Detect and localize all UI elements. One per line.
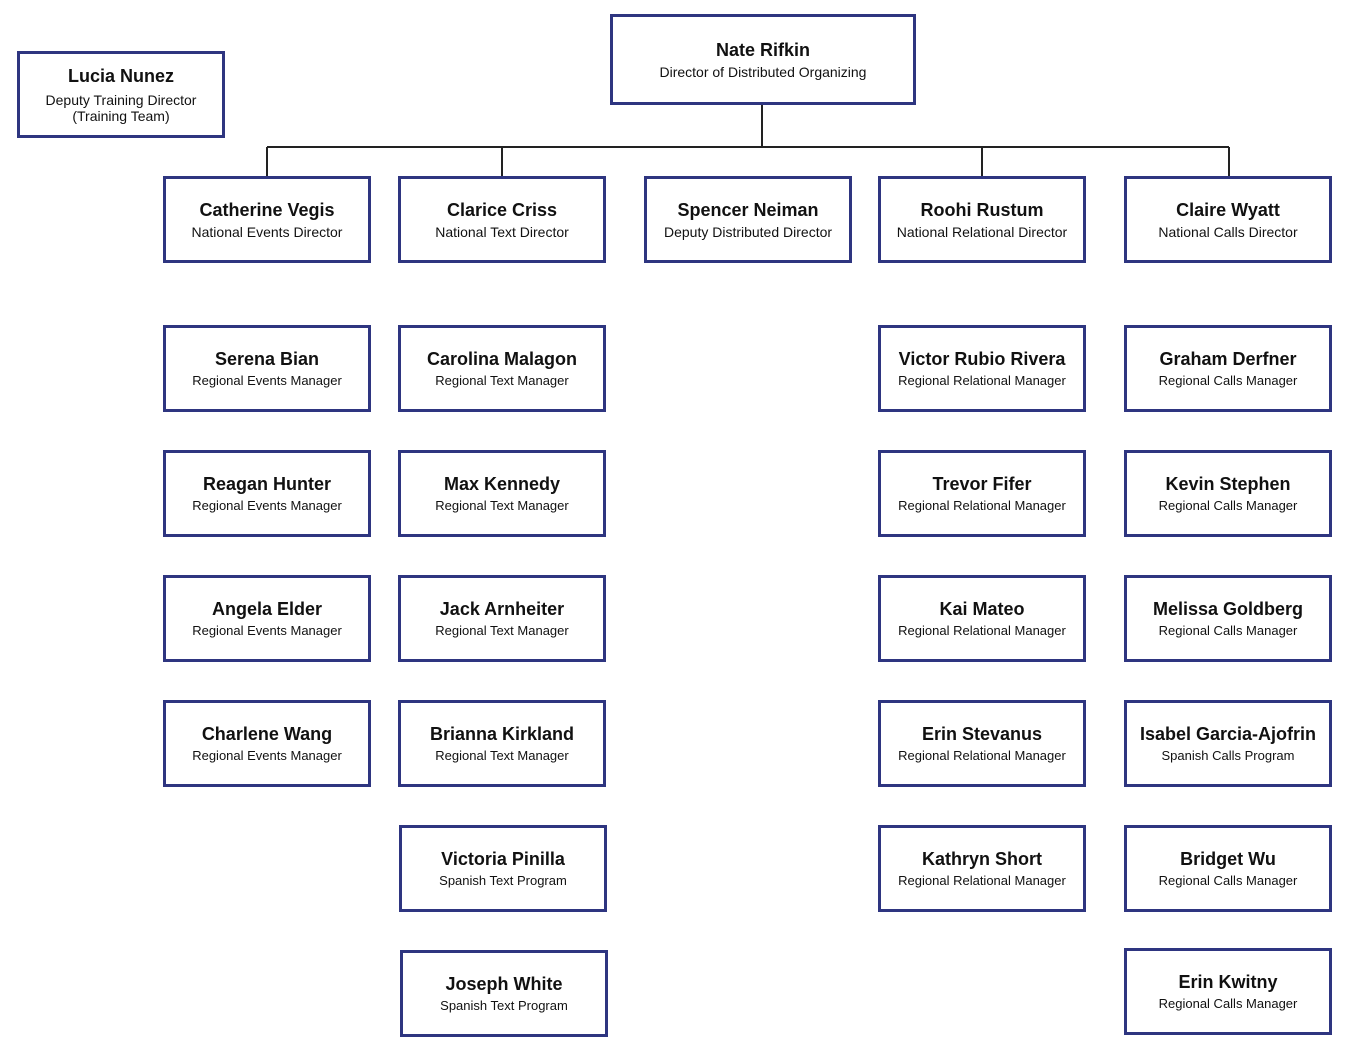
org-node-calls-manager: Kevin Stephen Regional Calls Manager xyxy=(1124,450,1332,537)
node-title: Regional Events Manager xyxy=(192,498,342,513)
node-name: Joseph White xyxy=(445,974,563,994)
node-name: Graham Derfner xyxy=(1159,349,1297,369)
node-name: Catherine Vegis xyxy=(199,200,335,220)
org-node-text-director: Clarice Criss National Text Director xyxy=(398,176,606,263)
org-node-calls-manager: Graham Derfner Regional Calls Manager xyxy=(1124,325,1332,412)
org-node-calls-manager: Bridget Wu Regional Calls Manager xyxy=(1124,825,1332,912)
node-title: Regional Calls Manager xyxy=(1158,996,1298,1011)
org-node-relational-director: Roohi Rustum National Relational Directo… xyxy=(878,176,1086,263)
node-title: Regional Relational Manager xyxy=(898,498,1066,513)
node-name: Bridget Wu xyxy=(1180,849,1276,869)
org-node-deputy-director: Spencer Neiman Deputy Distributed Direct… xyxy=(644,176,852,263)
org-node-director: Nate Rifkin Director of Distributed Orga… xyxy=(610,14,916,105)
org-node-calls-director: Claire Wyatt National Calls Director xyxy=(1124,176,1332,263)
node-name: Kathryn Short xyxy=(921,849,1042,869)
node-name: Nate Rifkin xyxy=(715,40,811,60)
node-title: National Calls Director xyxy=(1158,224,1298,240)
node-name: Roohi Rustum xyxy=(920,200,1044,220)
node-name: Brianna Kirkland xyxy=(429,724,575,744)
org-node-events-manager: Serena Bian Regional Events Manager xyxy=(163,325,371,412)
org-node-relational-manager: Victor Rubio Rivera Regional Relational … xyxy=(878,325,1086,412)
node-name: Angela Elder xyxy=(211,599,323,619)
node-title: Regional Text Manager xyxy=(435,623,569,638)
node-name: Trevor Fifer xyxy=(932,474,1032,494)
node-name: Jack Arnheiter xyxy=(439,599,565,619)
node-name: Max Kennedy xyxy=(443,474,561,494)
node-title: Regional Relational Manager xyxy=(898,873,1066,888)
node-title: Regional Events Manager xyxy=(192,623,342,638)
node-title: Regional Calls Manager xyxy=(1158,373,1298,388)
node-name: Isabel Garcia-Ajofrin xyxy=(1139,724,1317,744)
org-node-training: Lucia Nunez Deputy Training Director (Tr… xyxy=(17,51,225,138)
org-node-events-manager: Angela Elder Regional Events Manager xyxy=(163,575,371,662)
org-node-events-manager: Charlene Wang Regional Events Manager xyxy=(163,700,371,787)
org-node-spanish-calls: Isabel Garcia-Ajofrin Spanish Calls Prog… xyxy=(1124,700,1332,787)
node-title: Deputy Distributed Director xyxy=(663,224,833,240)
node-title: Spanish Calls Program xyxy=(1161,748,1295,763)
node-title: Regional Relational Manager xyxy=(898,373,1066,388)
node-name: Kevin Stephen xyxy=(1165,474,1291,494)
node-name: Clarice Criss xyxy=(446,200,558,220)
node-title: National Relational Director xyxy=(896,224,1068,240)
node-name: Reagan Hunter xyxy=(202,474,332,494)
org-node-text-manager: Carolina Malagon Regional Text Manager xyxy=(398,325,606,412)
node-name: Erin Stevanus xyxy=(921,724,1043,744)
node-title: Regional Calls Manager xyxy=(1158,873,1298,888)
node-title: Regional Calls Manager xyxy=(1158,498,1298,513)
org-node-relational-manager: Kathryn Short Regional Relational Manage… xyxy=(878,825,1086,912)
node-name: Spencer Neiman xyxy=(677,200,819,220)
node-name: Charlene Wang xyxy=(201,724,333,744)
org-node-calls-manager: Melissa Goldberg Regional Calls Manager xyxy=(1124,575,1332,662)
org-node-relational-manager: Erin Stevanus Regional Relational Manage… xyxy=(878,700,1086,787)
node-title: Regional Events Manager xyxy=(192,748,342,763)
node-title: Deputy Training Director (Training Team) xyxy=(45,92,197,124)
org-node-spanish-text: Victoria Pinilla Spanish Text Program xyxy=(399,825,607,912)
node-title: Spanish Text Program xyxy=(440,998,568,1013)
node-name: Victor Rubio Rivera xyxy=(898,349,1066,369)
node-title: Regional Relational Manager xyxy=(898,623,1066,638)
node-title: Regional Text Manager xyxy=(435,498,569,513)
org-node-text-manager: Brianna Kirkland Regional Text Manager xyxy=(398,700,606,787)
node-name: Erin Kwitny xyxy=(1178,972,1278,992)
node-name: Carolina Malagon xyxy=(426,349,578,369)
node-title: National Text Director xyxy=(435,224,569,240)
org-node-events-manager: Reagan Hunter Regional Events Manager xyxy=(163,450,371,537)
org-node-relational-manager: Trevor Fifer Regional Relational Manager xyxy=(878,450,1086,537)
org-node-spanish-text: Joseph White Spanish Text Program xyxy=(400,950,608,1037)
node-name: Kai Mateo xyxy=(939,599,1025,619)
node-name: Claire Wyatt xyxy=(1176,200,1280,220)
node-title: Spanish Text Program xyxy=(439,873,567,888)
org-node-text-manager: Jack Arnheiter Regional Text Manager xyxy=(398,575,606,662)
node-title: Director of Distributed Organizing xyxy=(659,64,867,80)
node-name: Lucia Nunez xyxy=(67,66,174,86)
node-name: Melissa Goldberg xyxy=(1152,599,1304,619)
org-node-text-manager: Max Kennedy Regional Text Manager xyxy=(398,450,606,537)
node-name: Victoria Pinilla xyxy=(441,849,565,869)
node-title: Regional Calls Manager xyxy=(1158,623,1298,638)
node-title: Regional Relational Manager xyxy=(898,748,1066,763)
node-title: Regional Text Manager xyxy=(435,373,569,388)
org-node-relational-manager: Kai Mateo Regional Relational Manager xyxy=(878,575,1086,662)
node-name: Serena Bian xyxy=(214,349,320,369)
node-title: National Events Director xyxy=(191,224,343,240)
node-title: Regional Events Manager xyxy=(192,373,342,388)
org-node-events-director: Catherine Vegis National Events Director xyxy=(163,176,371,263)
org-node-calls-manager: Erin Kwitny Regional Calls Manager xyxy=(1124,948,1332,1035)
node-title: Regional Text Manager xyxy=(435,748,569,763)
